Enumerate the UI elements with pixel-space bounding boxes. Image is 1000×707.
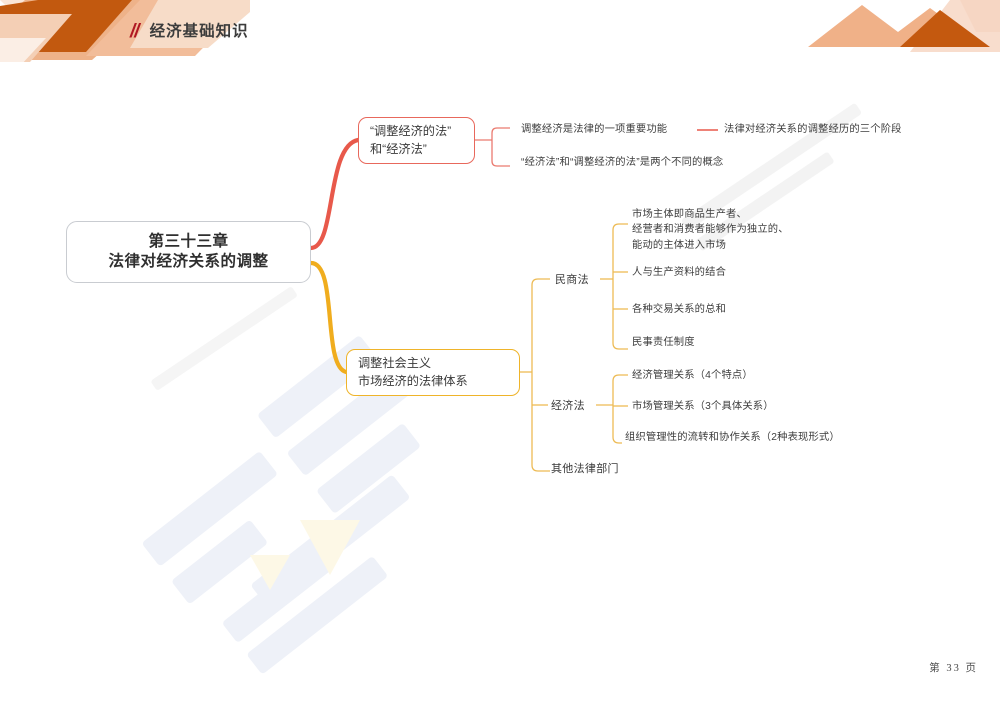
root-node-line2: 法律对经济关系的调整 bbox=[108, 253, 269, 270]
leaf-sum-of-transactions[interactable]: 各种交易关系的总和 bbox=[632, 304, 727, 315]
branch-2-line2: 市场经济的法律体系 bbox=[358, 373, 468, 388]
branch-1-line2: 和“经济法” bbox=[370, 141, 427, 156]
root-node-line1: 第三十三章 bbox=[148, 232, 229, 250]
leaf-adjust-economy-function[interactable]: 调整经济是法律的一项重要功能 bbox=[521, 124, 668, 135]
leaf-person-means-of-production[interactable]: 人与生产资料的结合 bbox=[632, 267, 727, 278]
leaf-market-subject[interactable]: 市场主体即商品生产者、 经营者和消费者能够作为独立的、 能动的主体进入市场 bbox=[632, 209, 789, 251]
header-slash-mark: // bbox=[130, 21, 140, 42]
branch-node-economic-law-concepts[interactable]: “调整经济的法” 和“经济法” bbox=[358, 117, 475, 164]
branch-1-line1: “调整经济的法” bbox=[370, 123, 452, 138]
branch-node-socialist-market-legal-system[interactable]: 调整社会主义 市场经济的法律体系 bbox=[346, 349, 520, 396]
branch-2-line1: 调整社会主义 bbox=[358, 355, 432, 370]
leaf-market-management-relations[interactable]: 市场管理关系（3个具体关系） bbox=[632, 401, 774, 412]
category-economic-law[interactable]: 经济法 bbox=[551, 400, 585, 412]
leaf-economic-management-relations[interactable]: 经济管理关系（4个特点） bbox=[632, 370, 753, 381]
leaf-two-different-concepts[interactable]: “经济法”和“调整经济的法”是两个不同的概念 bbox=[521, 157, 724, 168]
leaf-civil-liability-system[interactable]: 民事责任制度 bbox=[632, 337, 695, 348]
leaf-organizational-circulation-relations[interactable]: 组织管理性的流转和协作关系（2种表现形式） bbox=[625, 432, 840, 443]
page-number-footer: 第 33 页 bbox=[929, 663, 978, 674]
leaf-three-stages[interactable]: 法律对经济关系的调整经历的三个阶段 bbox=[724, 124, 902, 135]
page-title: 经济基础知识 bbox=[149, 22, 249, 40]
page-header: // 经济基础知识 bbox=[130, 22, 249, 41]
category-civil-commercial-law[interactable]: 民商法 bbox=[555, 274, 589, 286]
category-other-legal-departments[interactable]: 其他法律部门 bbox=[551, 463, 619, 475]
mindmap-root-node[interactable]: 第三十三章 法律对经济关系的调整 bbox=[66, 221, 311, 283]
